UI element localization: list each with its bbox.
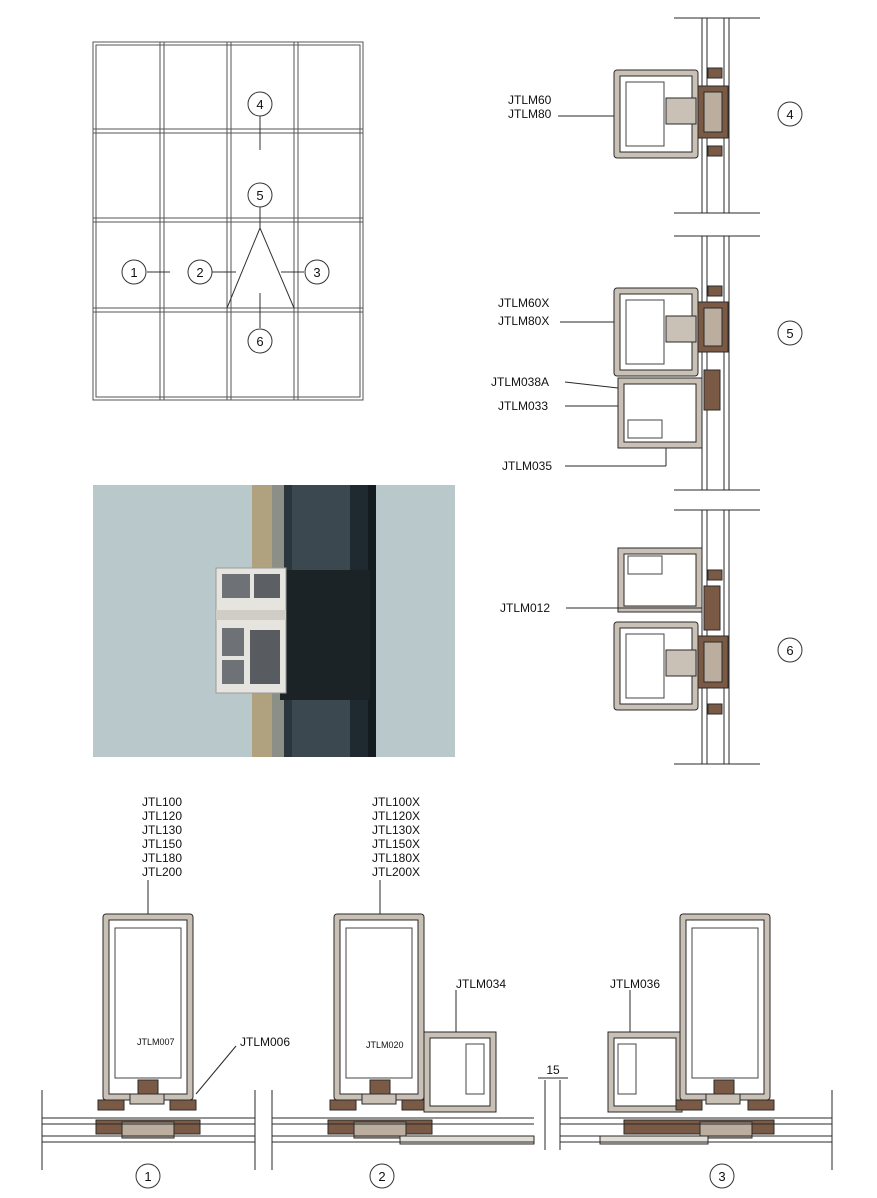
s5-label-jtlm035: JTLM035 bbox=[502, 459, 552, 473]
s4-label-jtlm80: JTLM80 bbox=[508, 107, 552, 121]
s5-label-jtlm038a: JTLM038A bbox=[491, 375, 549, 389]
plan-2-detail bbox=[271, 880, 535, 1170]
s5-label-jtlm80x: JTLM80X bbox=[498, 314, 549, 328]
svg-text:JTL180X: JTL180X bbox=[372, 851, 420, 865]
s5-label-jtlm60x: JTLM60X bbox=[498, 296, 549, 310]
elevation-callout-6: 6 bbox=[247, 328, 273, 354]
svg-text:1: 1 bbox=[130, 265, 137, 280]
plan-1-label-stack: JTL100 JTL120 JTL130 JTL150 JTL180 JTL20… bbox=[142, 795, 182, 879]
plan-2-inner-label: JTLM020 bbox=[366, 1040, 404, 1050]
svg-text:6: 6 bbox=[786, 643, 793, 658]
plan-3-callout: 3 bbox=[709, 1163, 735, 1189]
plan-2-callout: 2 bbox=[369, 1163, 395, 1189]
s6-label-jtlm012: JTLM012 bbox=[500, 601, 550, 615]
svg-text:3: 3 bbox=[718, 1169, 725, 1184]
plan-3-dimension: 15 bbox=[546, 1063, 560, 1077]
elevation-grid bbox=[92, 41, 364, 401]
svg-text:JTL200: JTL200 bbox=[142, 865, 182, 879]
section-5-callout: 5 bbox=[777, 320, 803, 346]
svg-text:2: 2 bbox=[378, 1169, 385, 1184]
section-4-callout: 4 bbox=[777, 101, 803, 127]
plan-2-side-label: JTLM034 bbox=[456, 977, 506, 991]
profile-render-photo bbox=[93, 485, 455, 757]
plan-1-inner-label: JTLM007 bbox=[137, 1037, 175, 1047]
svg-text:6: 6 bbox=[256, 334, 263, 349]
svg-text:JTL120X: JTL120X bbox=[372, 809, 420, 823]
section-5-detail bbox=[560, 235, 760, 491]
s4-label-jtlm60: JTLM60 bbox=[508, 93, 552, 107]
plan-1-callout: 1 bbox=[135, 1163, 161, 1189]
svg-text:5: 5 bbox=[786, 326, 793, 341]
svg-text:3: 3 bbox=[313, 265, 320, 280]
svg-text:4: 4 bbox=[786, 107, 793, 122]
section-6-detail bbox=[566, 509, 760, 765]
svg-text:JTL120: JTL120 bbox=[142, 809, 182, 823]
plan-1-side-label: JTLM006 bbox=[240, 1035, 290, 1049]
elevation-callout-4: 4 bbox=[247, 91, 273, 117]
svg-text:JTL150X: JTL150X bbox=[372, 837, 420, 851]
s5-label-jtlm033: JTLM033 bbox=[498, 399, 548, 413]
elevation-callout-1: 1 bbox=[121, 259, 147, 285]
svg-text:JTL150: JTL150 bbox=[142, 837, 182, 851]
plan-1-detail bbox=[41, 880, 256, 1170]
svg-text:JTL100: JTL100 bbox=[142, 795, 182, 809]
elevation-callout-3: 3 bbox=[304, 259, 330, 285]
elevation-callout-5: 5 bbox=[247, 182, 273, 208]
svg-text:JTL180: JTL180 bbox=[142, 851, 182, 865]
elevation-callout-lines bbox=[147, 116, 304, 328]
plan-3-detail bbox=[538, 913, 833, 1170]
svg-text:2: 2 bbox=[196, 265, 203, 280]
svg-text:4: 4 bbox=[256, 97, 263, 112]
elevation-callout-2: 2 bbox=[187, 259, 213, 285]
svg-text:5: 5 bbox=[256, 188, 263, 203]
svg-text:JTL130: JTL130 bbox=[142, 823, 182, 837]
plan-3-side-label: JTLM036 bbox=[610, 977, 660, 991]
plan-2-label-stack: JTL100X JTL120X JTL130X JTL150X JTL180X … bbox=[372, 795, 420, 879]
section-6-callout: 6 bbox=[777, 637, 803, 663]
svg-text:JTL100X: JTL100X bbox=[372, 795, 420, 809]
svg-text:JTL130X: JTL130X bbox=[372, 823, 420, 837]
svg-text:JTL200X: JTL200X bbox=[372, 865, 420, 879]
section-4-detail bbox=[558, 17, 760, 214]
svg-text:1: 1 bbox=[144, 1169, 151, 1184]
